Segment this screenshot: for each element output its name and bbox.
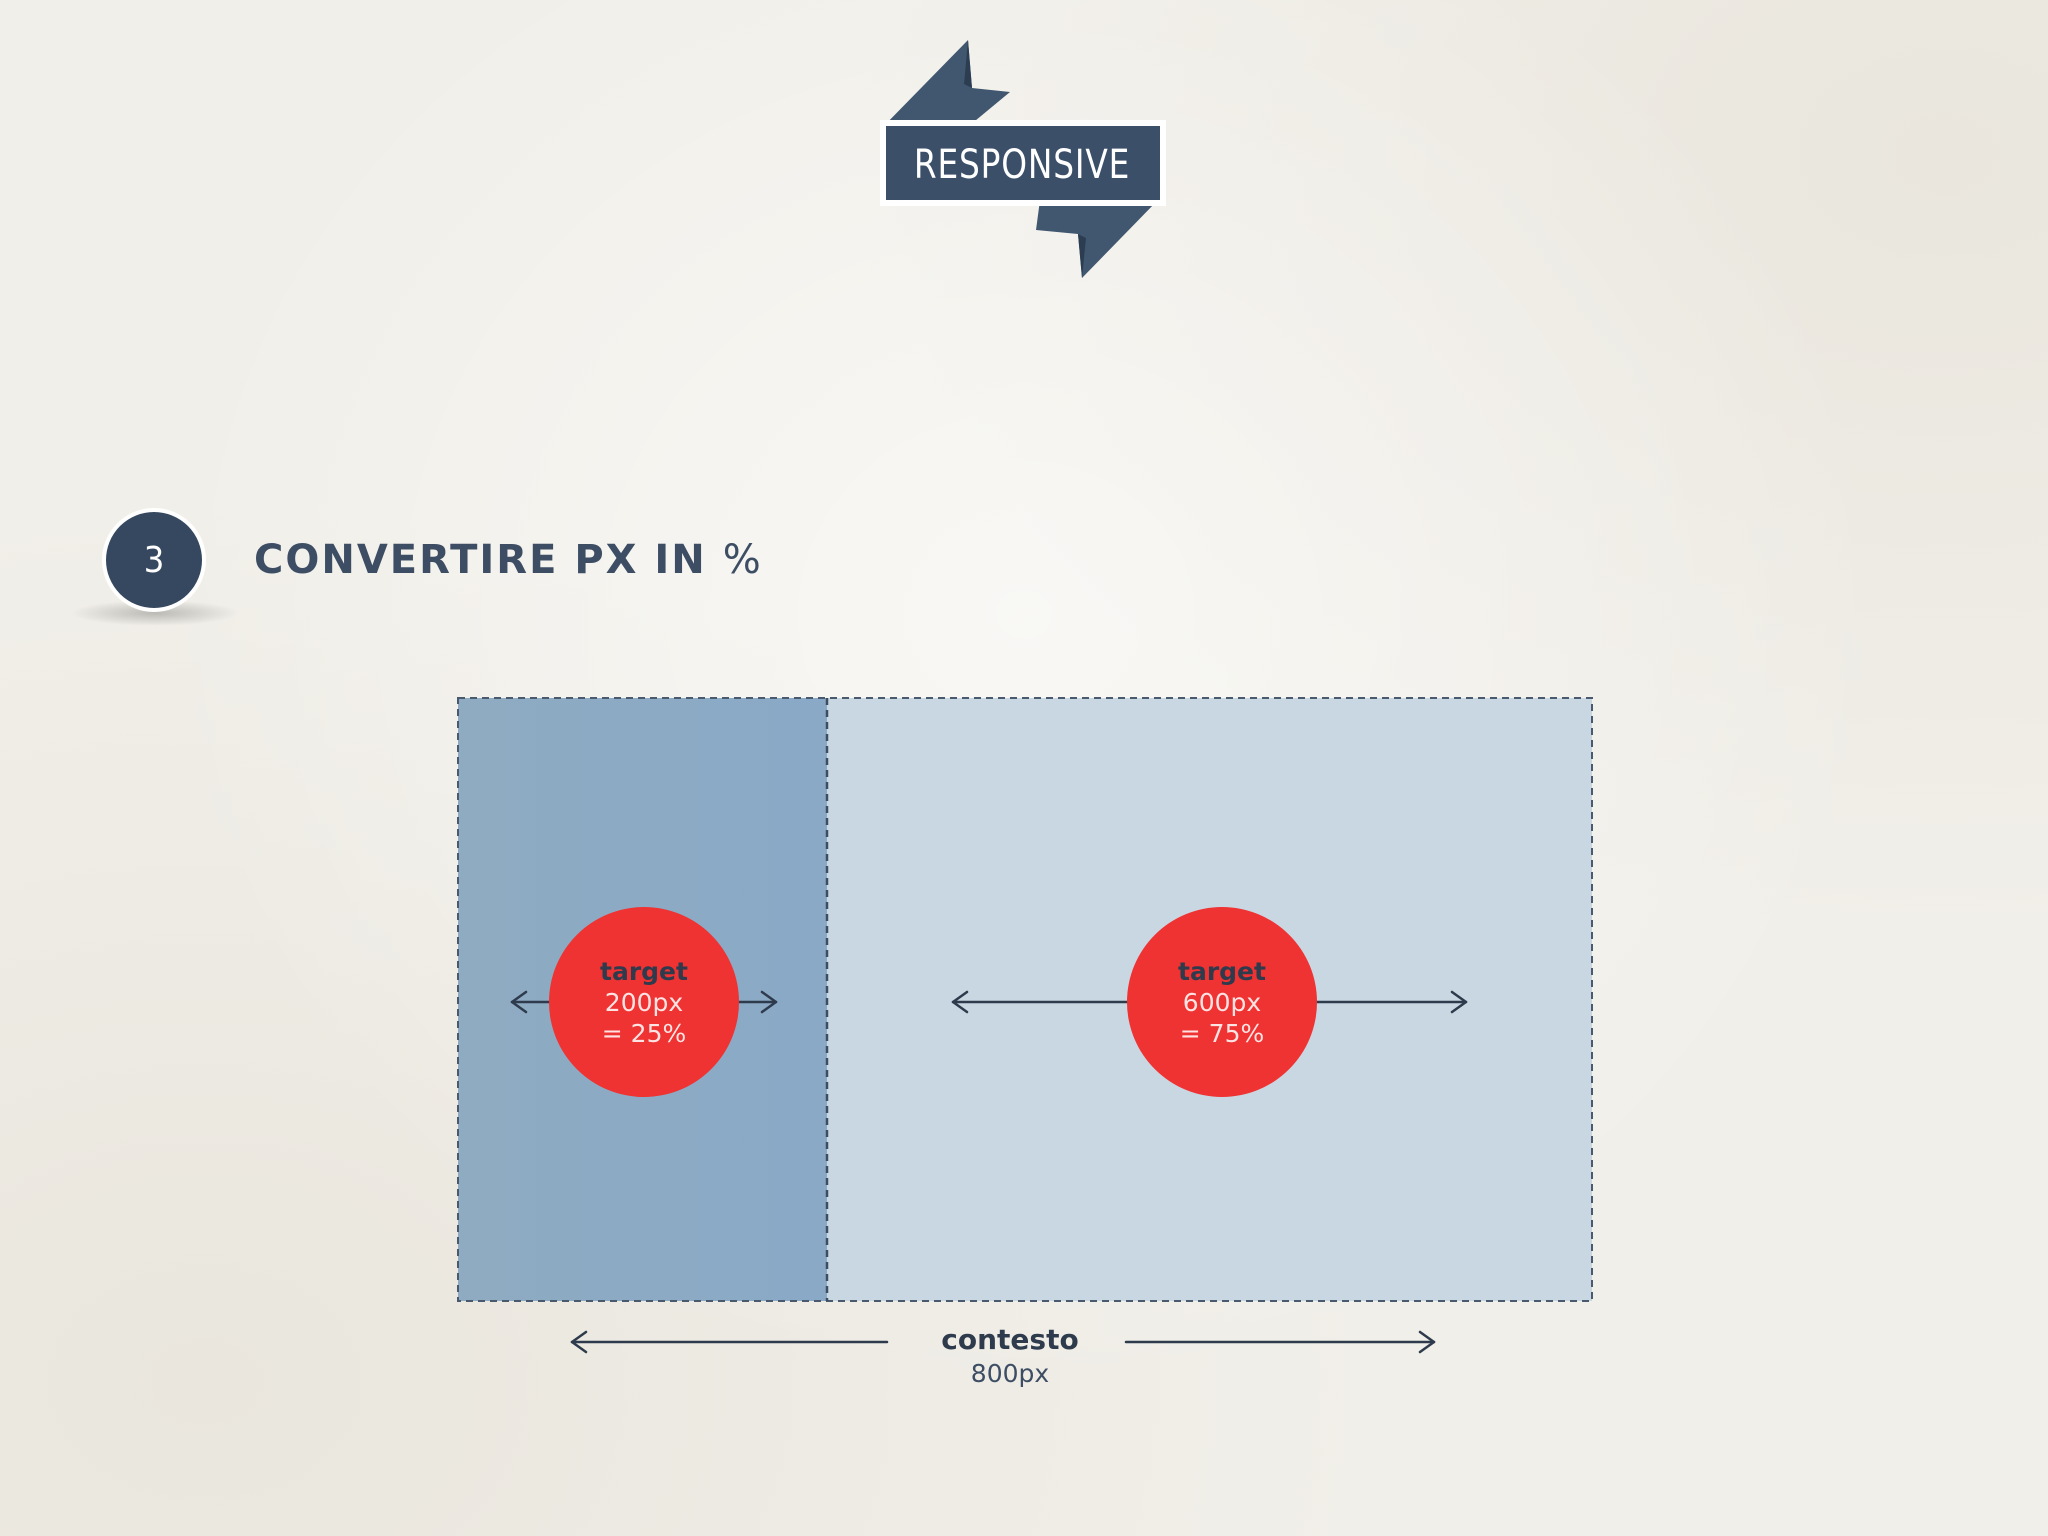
context-arrow [570,1330,1436,1354]
right-target-px: 600px [1182,988,1262,1017]
step-number-badge: 3 [102,508,206,612]
left-target-px: 200px [604,988,684,1017]
left-target-circle [549,907,739,1097]
left-target-pct: = 25% [601,1019,687,1048]
context-title: contesto [941,1323,1079,1356]
step-title-symbol: % [722,537,763,583]
right-target-title: target [1178,957,1266,986]
banner-title: RESPONSIVE [913,142,1131,188]
left-target-title: target [600,957,688,986]
context-label: contesto 800px [900,1322,1120,1390]
right-target-pct: = 75% [1179,1019,1265,1048]
step-title: CONVERTIRE PX IN % [254,530,763,590]
left-target-label: target 200px = 25% [549,956,739,1049]
responsive-banner: RESPONSIVE [860,40,1180,290]
right-target-label: target 600px = 75% [1127,956,1317,1049]
right-target-circle [1127,907,1317,1097]
step-title-text: CONVERTIRE PX IN [254,537,707,583]
context-px: 800px [970,1359,1050,1388]
context-outline [457,697,1593,1302]
ribbon-shape [880,40,1166,278]
